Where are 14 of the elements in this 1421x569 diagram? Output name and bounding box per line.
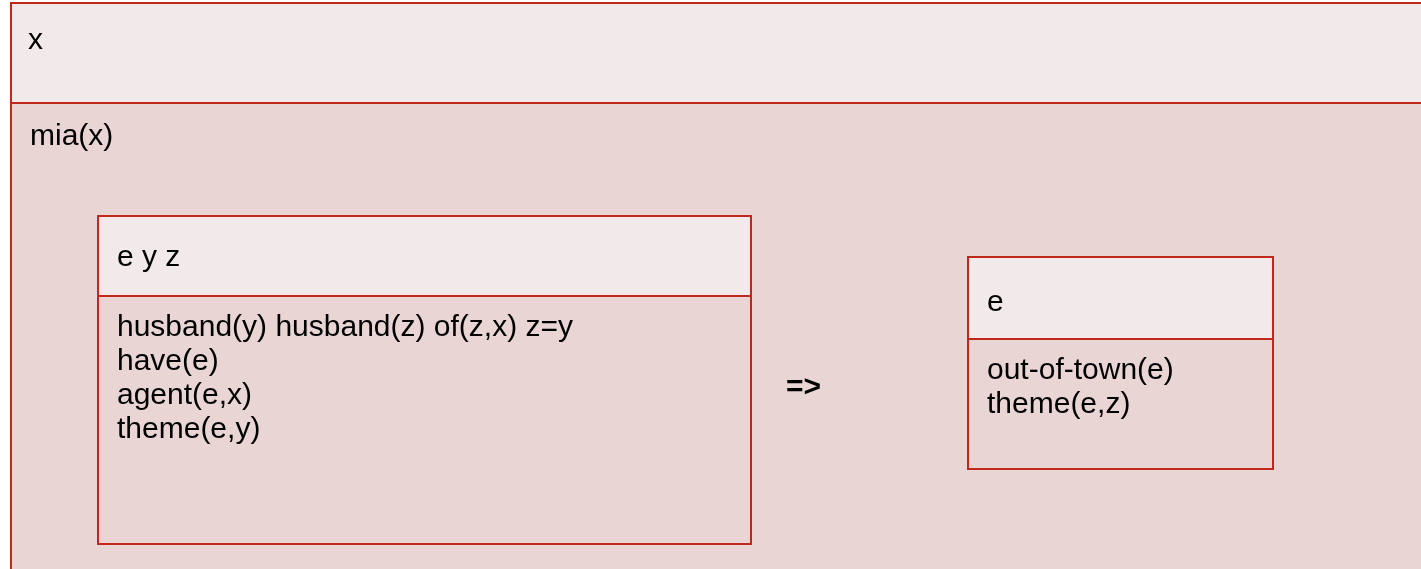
box [10, 2, 1421, 569]
implication-symbol: => [786, 369, 822, 403]
condition-text: theme(e,z) [987, 386, 1132, 420]
box-heading: x [28, 22, 44, 56]
box [967, 256, 1274, 470]
condition-text: theme(e,y) [117, 411, 262, 445]
box-heading: e y z [117, 239, 182, 273]
condition-text: agent(e,x) [117, 377, 254, 411]
condition-text: mia(x) [30, 118, 115, 152]
box [97, 215, 752, 545]
condition-text: out-of-town(e) [987, 352, 1175, 386]
condition-text: have(e) [117, 343, 220, 377]
condition-text: husband(y) husband(z) of(z,x) z=y [117, 309, 575, 343]
box-heading: e [987, 284, 1005, 318]
